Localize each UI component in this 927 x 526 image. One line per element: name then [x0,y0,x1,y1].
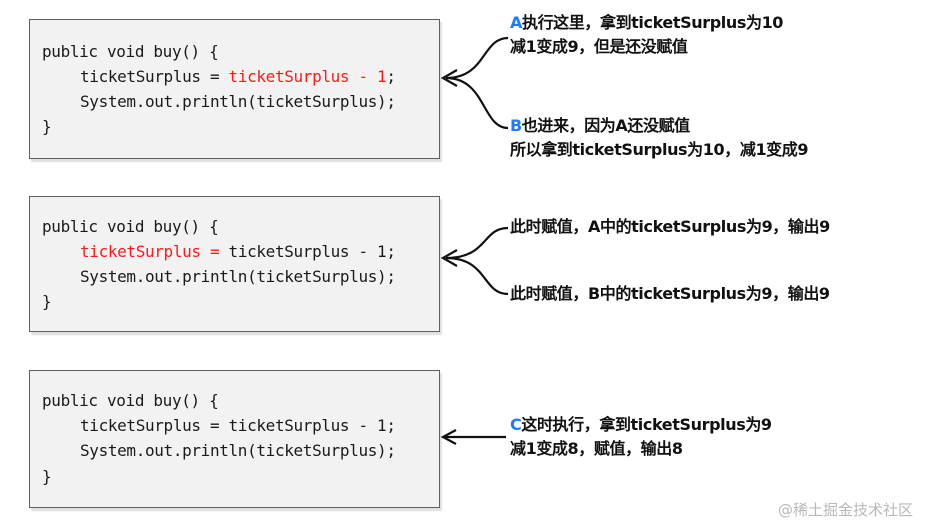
code-line: } [42,117,52,136]
arrowhead-icon [440,249,458,267]
arrowhead-icon [440,69,458,87]
code-lhs: ticketSurplus = [80,67,229,86]
code-line: } [42,467,52,486]
note-a-line2: 减1变成9，但是还没赋值 [510,37,688,56]
thread-a-label: A [510,13,522,32]
code-line: public void buy() { [42,391,219,410]
note-b-line1: 也进来，因为A还没赋值 [521,116,690,135]
note-c-line1: 这时执行，拿到ticketSurplus为9 [521,415,772,434]
note-a-line1: 执行这里，拿到ticketSurplus为10 [521,13,784,32]
note-assign-b: 此时赋值，B中的ticketSurplus为9，输出9 [510,284,830,303]
watermark: @稀土掘金技术社区 [777,501,913,519]
code-line-assignment: ticketSurplus = ticketSurplus - 1; [42,67,396,86]
brace-arrow-2 [445,226,509,296]
thread-b-label: B [510,116,522,135]
brace-arrow-1 [445,36,509,130]
code-highlight-rhs: ticketSurplus - 1 [228,67,387,86]
code-line: System.out.println(ticketSurplus); [80,92,396,111]
note-a: A执行这里，拿到ticketSurplus为10 减1变成9，但是还没赋值 [510,11,783,59]
note-assign-a: 此时赋值，A中的ticketSurplus为9，输出9 [510,217,830,236]
code-line: } [42,292,52,311]
note-b: B也进来，因为A还没赋值 所以拿到ticketSurplus为10，减1变成9 [510,114,809,162]
code-block-2: public void buy() { ticketSurplus = tick… [29,196,440,332]
note-b-line2: 所以拿到ticketSurplus为10，减1变成9 [510,140,809,159]
code-semicolon: ; [386,67,396,86]
code-block-3: public void buy() { ticketSurplus = tick… [29,370,440,508]
note-c-line2: 减1变成8，赋值，输出8 [510,439,683,458]
code-line-assignment: ticketSurplus = ticketSurplus - 1; [42,242,396,261]
thread-c-label: C [510,415,522,434]
code-line: System.out.println(ticketSurplus); [80,267,396,286]
code-line: ticketSurplus = ticketSurplus - 1; [80,416,396,435]
code-line: System.out.println(ticketSurplus); [80,441,396,460]
code-highlight-lhs: ticketSurplus = [80,242,229,261]
arrowhead-icon [440,429,457,445]
code-block-1: public void buy() { ticketSurplus = tick… [29,19,440,159]
note-c: C这时执行，拿到ticketSurplus为9 减1变成8，赋值，输出8 [510,413,772,461]
code-line: public void buy() { [42,217,219,236]
code-rhs: ticketSurplus - 1; [228,242,396,261]
code-line: public void buy() { [42,42,219,61]
